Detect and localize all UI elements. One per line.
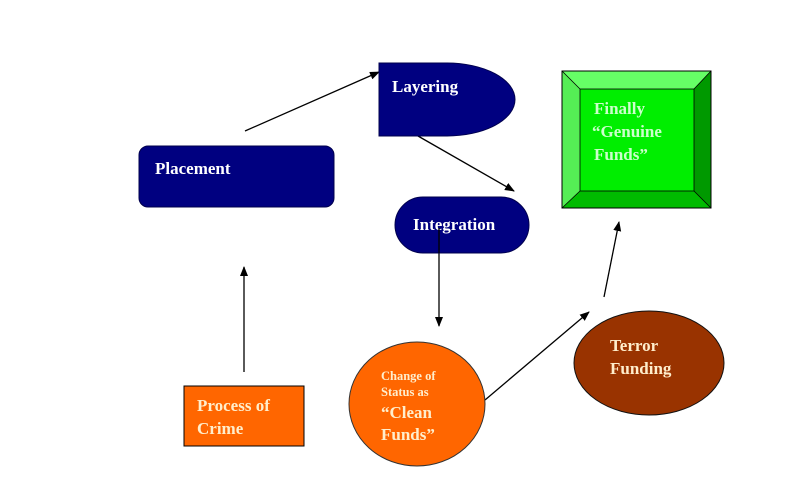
genuine-funds-label-line3: Funds” bbox=[594, 145, 648, 164]
terror-funding-label-line2: Funding bbox=[610, 359, 672, 378]
node-terror-funding: Terror Funding bbox=[573, 310, 725, 416]
genuine-funds-label-line2: “Genuine bbox=[592, 122, 662, 141]
layering-label: Layering bbox=[392, 77, 459, 96]
node-genuine-funds: Finally “Genuine Funds” bbox=[561, 70, 712, 209]
node-layering: Layering bbox=[378, 62, 516, 137]
change-of-status-label-line2: Status as bbox=[381, 385, 429, 399]
genuine-funds-label-line1: Finally bbox=[594, 99, 646, 118]
arrow-terror-to-genuine-funds bbox=[603, 221, 622, 298]
arrow-layering-to-integration bbox=[417, 135, 515, 192]
node-integration: Integration bbox=[394, 196, 530, 254]
arrow-change-to-terror-funding bbox=[484, 311, 590, 401]
change-of-status-label-line1: Change of bbox=[381, 369, 436, 383]
terror-funding-label-line1: Terror bbox=[610, 336, 659, 355]
process-of-crime-label-line2: Crime bbox=[197, 419, 244, 438]
placement-label: Placement bbox=[155, 159, 231, 178]
node-process-of-crime: Process of Crime bbox=[183, 385, 305, 447]
change-of-status-label-line4: Funds” bbox=[381, 425, 435, 444]
integration-label: Integration bbox=[413, 215, 496, 234]
node-placement: Placement bbox=[138, 145, 335, 208]
arrow-placement-to-layering bbox=[244, 71, 380, 132]
process-of-crime-label-line1: Process of bbox=[197, 396, 270, 415]
node-change-of-status: Change of Status as “Clean Funds” bbox=[348, 341, 486, 467]
change-of-status-label-line3: “Clean bbox=[381, 403, 433, 422]
